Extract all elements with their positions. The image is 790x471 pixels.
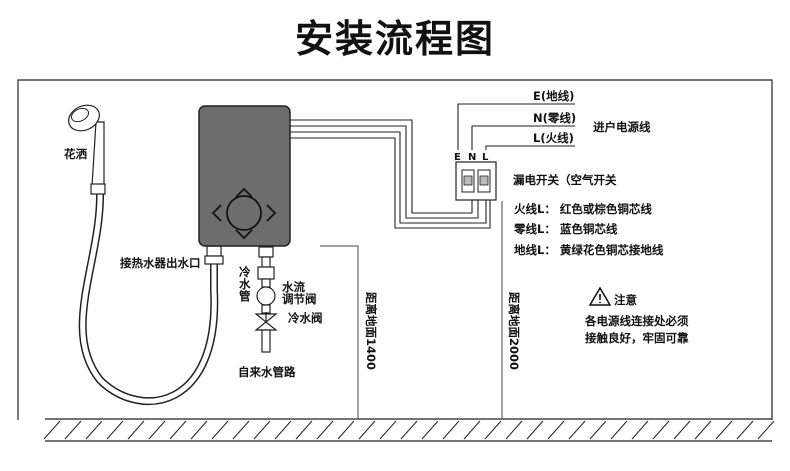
floor-hatch-line: [694, 420, 712, 440]
live-wire-label: L(火线): [533, 131, 574, 145]
outlet-fitting: [204, 255, 224, 265]
cold-valve-label: 冷水阀: [288, 311, 323, 325]
floor-hatch-line: [631, 420, 649, 440]
floor-hatch-line: [337, 420, 355, 440]
floor-hatch-line: [190, 420, 208, 440]
floor-hatch-line: [127, 420, 145, 440]
floor-hatch-line: [421, 420, 439, 440]
floor-hatching: [43, 420, 775, 440]
shower-hose-connector: [90, 183, 106, 195]
heater-control-knob: [226, 195, 262, 231]
floor-hatch-line: [442, 420, 460, 440]
shower-handle: [91, 121, 105, 187]
zero-line-spec: 零线L： 蓝色铜芯线: [513, 222, 618, 236]
earth-wire-label: E(地线): [533, 89, 574, 103]
breaker-label: 漏电开关（空气开关: [513, 173, 617, 187]
chevron-up-icon: [235, 187, 253, 198]
tap-water-label: 自来水管路: [238, 365, 296, 379]
power-in-label: 进户电源线: [593, 120, 651, 134]
floor-hatch-line: [673, 420, 691, 440]
floor-hatch-line: [757, 420, 775, 440]
flow-valve-label-2: 调节阀: [282, 292, 317, 306]
earth-line-spec: 地线L： 黄绿花色铜芯接地线: [514, 243, 664, 257]
floor-hatch-line: [610, 420, 628, 440]
floor-hatch-line: [463, 420, 481, 440]
floor-hatch-line: [169, 420, 187, 440]
floor-hatch-line: [148, 420, 166, 440]
chevron-down-icon: [235, 229, 253, 240]
shower-head-icon: [68, 104, 100, 132]
chevron-left-icon: [211, 204, 222, 222]
floor-hatch-line: [652, 420, 670, 440]
shower-label: 花洒: [64, 147, 87, 161]
floor-hatch-line: [715, 420, 733, 440]
floor-hatch-line: [526, 420, 544, 440]
leakage-breaker: [455, 161, 497, 201]
terminal-l-label: L: [482, 152, 489, 163]
cold-water-pipe-assembly: [254, 246, 278, 353]
heater-power-cable: [290, 119, 491, 229]
height-2000-label: 距离地面2000: [507, 292, 521, 370]
chevron-right-icon: [266, 204, 277, 222]
neutral-wire-label: N(零线): [533, 111, 576, 125]
floor-hatch-line: [505, 420, 523, 440]
heater-outlet-label: 接热水器出水口: [120, 256, 201, 270]
floor-hatch-line: [568, 420, 586, 440]
diagram-title: 安装流程图: [295, 17, 495, 61]
floor-hatch-line: [316, 420, 334, 440]
fire-line-spec: 火线L： 红色或棕色铜芯线: [514, 202, 652, 216]
cold-pipe-label-3: 管: [239, 289, 251, 303]
terminal-e-label: E: [454, 152, 461, 163]
floor-hatch-line: [484, 420, 502, 440]
floor-hatch-line: [85, 420, 103, 440]
floor-hatch-line: [547, 420, 565, 440]
shower-hose: [80, 187, 217, 404]
incoming-power-lines: [457, 103, 575, 150]
floor-hatch-line: [43, 420, 61, 440]
notice-line-1: 各电源线连接处必须: [584, 314, 689, 328]
shower-hose-outline: [78, 186, 219, 406]
floor-hatch-line: [64, 420, 82, 440]
notice-line-2: 接触良好，牢固可靠: [585, 331, 689, 345]
height-1400-label: 距离地面1400: [364, 292, 378, 370]
flow-valve-label-1: 水流: [282, 280, 305, 294]
floor-hatch-line: [589, 420, 607, 440]
terminal-n-label: N: [468, 152, 476, 163]
height-marker-1400: [320, 245, 359, 419]
floor-hatch-line: [232, 420, 250, 440]
floor-hatch-line: [400, 420, 418, 440]
water-heater-body: [198, 105, 291, 247]
cold-pipe-label-2: 水: [239, 277, 251, 291]
warning-triangle-icon: [588, 286, 612, 306]
notice-title: 注意: [614, 293, 637, 307]
floor-hatch-line: [253, 420, 271, 440]
floor-hatch-line: [736, 420, 754, 440]
floor-hatch-line: [211, 420, 229, 440]
wall-outline: [17, 79, 773, 420]
floor-hatch-line: [274, 420, 292, 440]
floor-hatch-line: [379, 420, 397, 440]
floor-hatch-line: [106, 420, 124, 440]
floor-hatch-line: [295, 420, 313, 440]
floor-hatch-line: [358, 420, 376, 440]
outlet-nut: [206, 245, 222, 257]
cold-pipe-label-1: 冷: [239, 265, 251, 279]
